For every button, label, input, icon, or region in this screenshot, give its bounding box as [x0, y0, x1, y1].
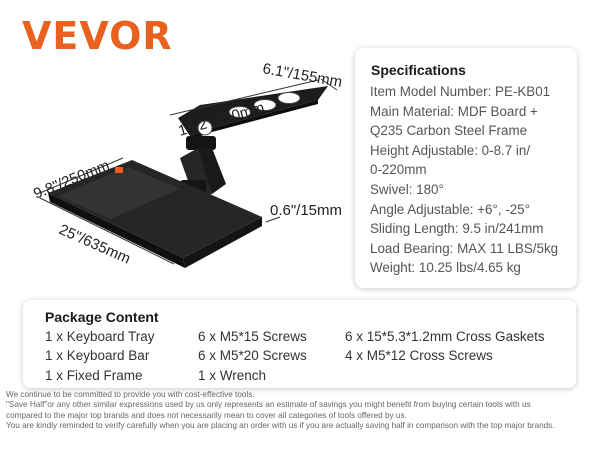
disclaimer-line: compared to the major top brands and doe…: [6, 410, 407, 420]
package-item: 6 x 15*5.3*1.2mm Cross Gaskets: [345, 329, 545, 344]
vevor-logo: VEVOR: [22, 14, 173, 58]
disclaimer-line: We continue to be committed to provide y…: [6, 390, 255, 399]
package-item: 6 x M5*15 Screws: [198, 329, 307, 344]
spec-line: Q235 Carbon Steel Frame: [370, 123, 528, 139]
specifications-list: Item Model Number: PE-KB01 Main Material…: [370, 82, 558, 278]
package-item: 1 x Keyboard Bar: [45, 348, 150, 363]
disclaimer-text: We continue to be committed to provide y…: [6, 390, 598, 432]
package-content-title: Package Content: [45, 309, 159, 325]
spec-line: 0-220mm: [370, 162, 427, 178]
disclaimer-line: "Save Half"or any other similar expressi…: [6, 400, 531, 410]
keyboard-tray-product-image: 6.1"/155mm 14.2"/360mm 9.8"/250mm 25"/63…: [31, 60, 343, 268]
spec-line: Main Material: MDF Board +: [370, 103, 538, 119]
spec-line: Sliding Length: 9.5 in/241mm: [370, 221, 544, 237]
tray-thickness-label: 0.6"/15mm: [270, 202, 342, 219]
package-item: 4 x M5*12 Cross Screws: [345, 348, 493, 363]
package-item: 1 x Keyboard Tray: [45, 329, 155, 344]
spec-line: Load Bearing: MAX 11 LBS/5kg: [370, 240, 559, 256]
package-item: 1 x Wrench: [198, 368, 267, 383]
brand-badge-icon: [115, 167, 123, 173]
package-content-card: Package Content 1 x Keyboard Tray 1 x Ke…: [23, 300, 576, 388]
spec-line: Angle Adjustable: +6°, -25°: [370, 201, 530, 217]
spec-line: Item Model Number: PE-KB01: [370, 84, 551, 99]
spec-line: Weight: 10.25 lbs/4.65 kg: [370, 260, 521, 276]
package-item: 1 x Fixed Frame: [45, 368, 143, 383]
package-item: 6 x M5*20 Screws: [198, 348, 307, 363]
specifications-card: Specifications Item Model Number: PE-KB0…: [355, 48, 577, 288]
spec-line: Swivel: 180°: [370, 181, 444, 197]
specifications-title: Specifications: [371, 62, 466, 78]
bar-width-label: 6.1"/155mm: [261, 60, 343, 91]
spec-line: Height Adjustable: 0-8.7 in/: [370, 142, 531, 158]
disclaimer-line: You are kindly reminded to verify carefu…: [6, 421, 555, 431]
